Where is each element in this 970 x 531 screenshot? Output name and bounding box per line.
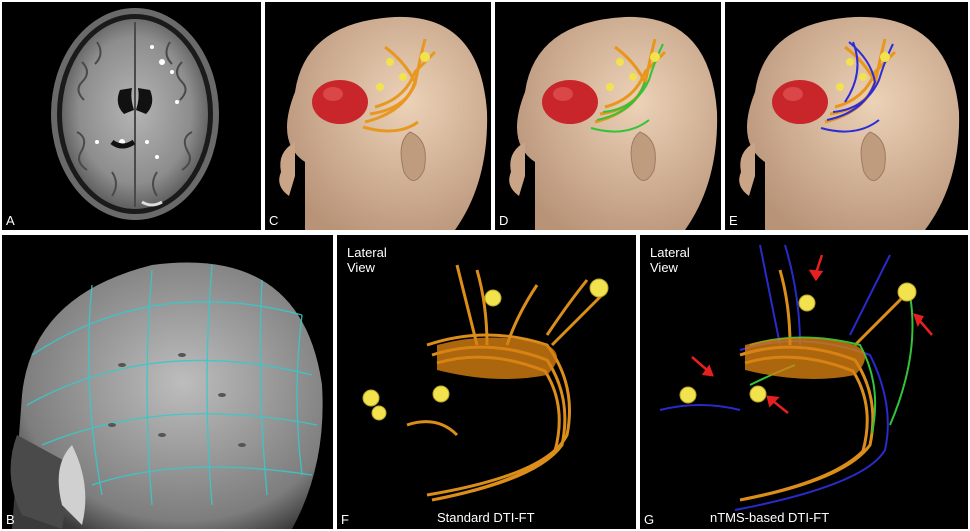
head-render-image xyxy=(279,16,488,230)
panel-label-e: E xyxy=(729,213,738,228)
panel-label-f: F xyxy=(341,512,349,527)
panel-label-d: D xyxy=(499,213,509,228)
panel-e-head-render: E xyxy=(725,2,968,230)
head-render-image xyxy=(509,16,718,230)
panel-label-g: G xyxy=(644,512,655,527)
view-label: Lateral View xyxy=(347,245,387,275)
panel-label-b: B xyxy=(6,512,15,527)
view-label: Lateral View xyxy=(650,245,690,275)
panel-d-head-render: D xyxy=(495,2,721,230)
standard-tractography-image xyxy=(362,264,609,502)
panel-f-standard-dti: Lateral View F Standard DTI-FT xyxy=(337,235,636,529)
mri-axial-image xyxy=(51,8,219,220)
panel-caption: nTMS-based DTI-FT xyxy=(710,510,830,525)
panel-caption: Standard DTI-FT xyxy=(437,510,535,525)
ntms-tractography-image xyxy=(659,244,933,511)
panel-g-ntms-dti: Lateral View G nTMS-based DTI-FT xyxy=(640,235,968,529)
panel-label-c: C xyxy=(269,213,279,228)
panel-label-a: A xyxy=(6,213,15,228)
panel-b-ntms-grid: B xyxy=(2,235,333,529)
panel-a-axial-mri: A xyxy=(2,2,261,230)
panel-c-head-render: C xyxy=(265,2,491,230)
ntms-grid-image xyxy=(10,262,323,529)
annotation-arrows xyxy=(691,254,933,414)
head-render-image xyxy=(739,16,960,230)
